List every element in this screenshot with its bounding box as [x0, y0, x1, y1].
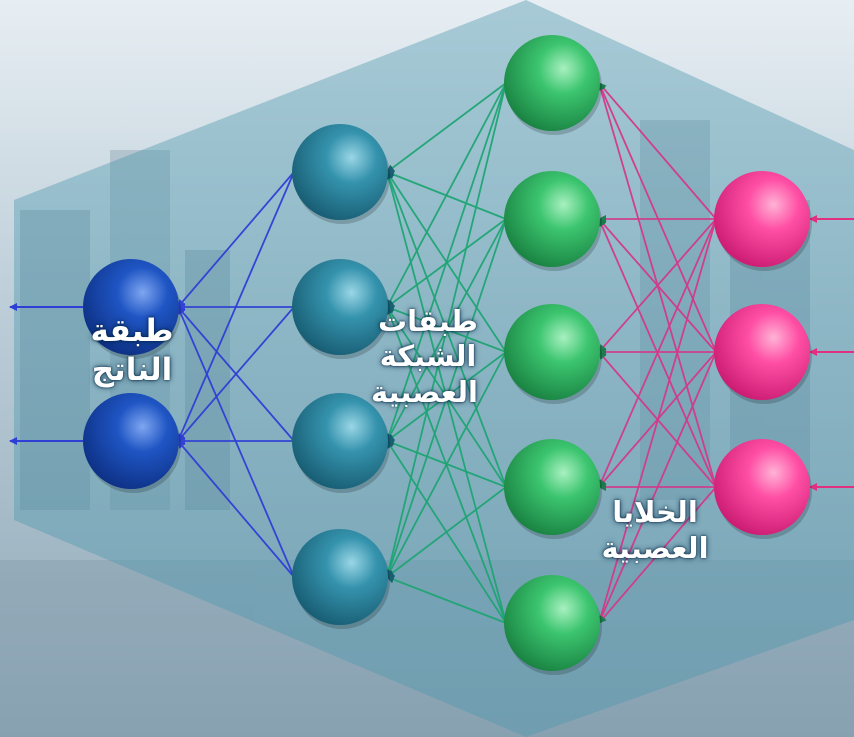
- edges-group: [177, 82, 717, 624]
- label-output-layer: طبقة الناتج: [72, 312, 192, 390]
- node-input-3: [714, 439, 810, 535]
- node-hidden-1-1: [292, 124, 388, 220]
- edge-hidden2-to-hidden1: [386, 171, 507, 353]
- label-neurons-line-2: العصبية: [601, 531, 709, 566]
- edge-hidden2-to-hidden1: [386, 440, 507, 624]
- label-network-layers-line-1: طبقات: [377, 304, 478, 338]
- edge-hidden2-to-hidden1: [386, 575, 507, 624]
- node-hidden-2-1: [504, 35, 600, 131]
- io-arrows-group: [9, 215, 854, 491]
- label-output-layer-line-1: طبقة: [90, 313, 174, 349]
- edge-hidden2-to-hidden1: [386, 170, 507, 220]
- edge-hidden2-to-hidden1: [386, 82, 507, 173]
- label-network-layers: طبقات الشبكة العصبية: [370, 304, 478, 410]
- node-input-1: [714, 171, 810, 267]
- edge-input-to-hidden2: [598, 486, 717, 624]
- label-output-layer-line-2: الناتج: [91, 351, 173, 388]
- edge-hidden1-to-output: [177, 306, 295, 578]
- label-network-layers-line-2: الشبكة: [379, 339, 477, 374]
- nodes-group: [83, 35, 812, 675]
- label-network-layers-line-3: العصبية: [370, 374, 478, 409]
- edge-input-to-hidden2: [597, 82, 717, 488]
- node-hidden-1-4: [292, 529, 388, 625]
- edge-hidden1-to-output: [177, 171, 295, 308]
- edge-input-to-hidden2: [597, 218, 717, 624]
- node-hidden-1-2: [292, 259, 388, 355]
- node-input-2: [714, 304, 810, 400]
- edge-input-to-hidden2: [598, 82, 717, 220]
- node-output-1: [83, 259, 179, 355]
- node-hidden-2-2: [504, 171, 600, 267]
- edge-input-to-hidden2: [598, 82, 717, 353]
- node-hidden-2-4: [504, 439, 600, 535]
- edge-input-to-hidden2: [598, 351, 717, 488]
- node-hidden-1-3: [292, 393, 388, 489]
- edge-input-to-hidden2: [598, 218, 717, 488]
- label-neurons: الخلايا العصبية: [590, 494, 720, 567]
- node-output-2: [83, 393, 179, 489]
- node-hidden-2-3: [504, 304, 600, 400]
- edge-hidden2-to-hidden1: [385, 171, 507, 488]
- label-neurons-line-1: الخلايا: [612, 495, 698, 529]
- edge-hidden2-to-hidden1: [385, 306, 507, 624]
- edge-hidden2-to-hidden1: [384, 171, 507, 624]
- edge-hidden1-to-output: [177, 306, 295, 442]
- edge-hidden1-to-output: [177, 440, 295, 578]
- node-hidden-2-5: [504, 575, 600, 671]
